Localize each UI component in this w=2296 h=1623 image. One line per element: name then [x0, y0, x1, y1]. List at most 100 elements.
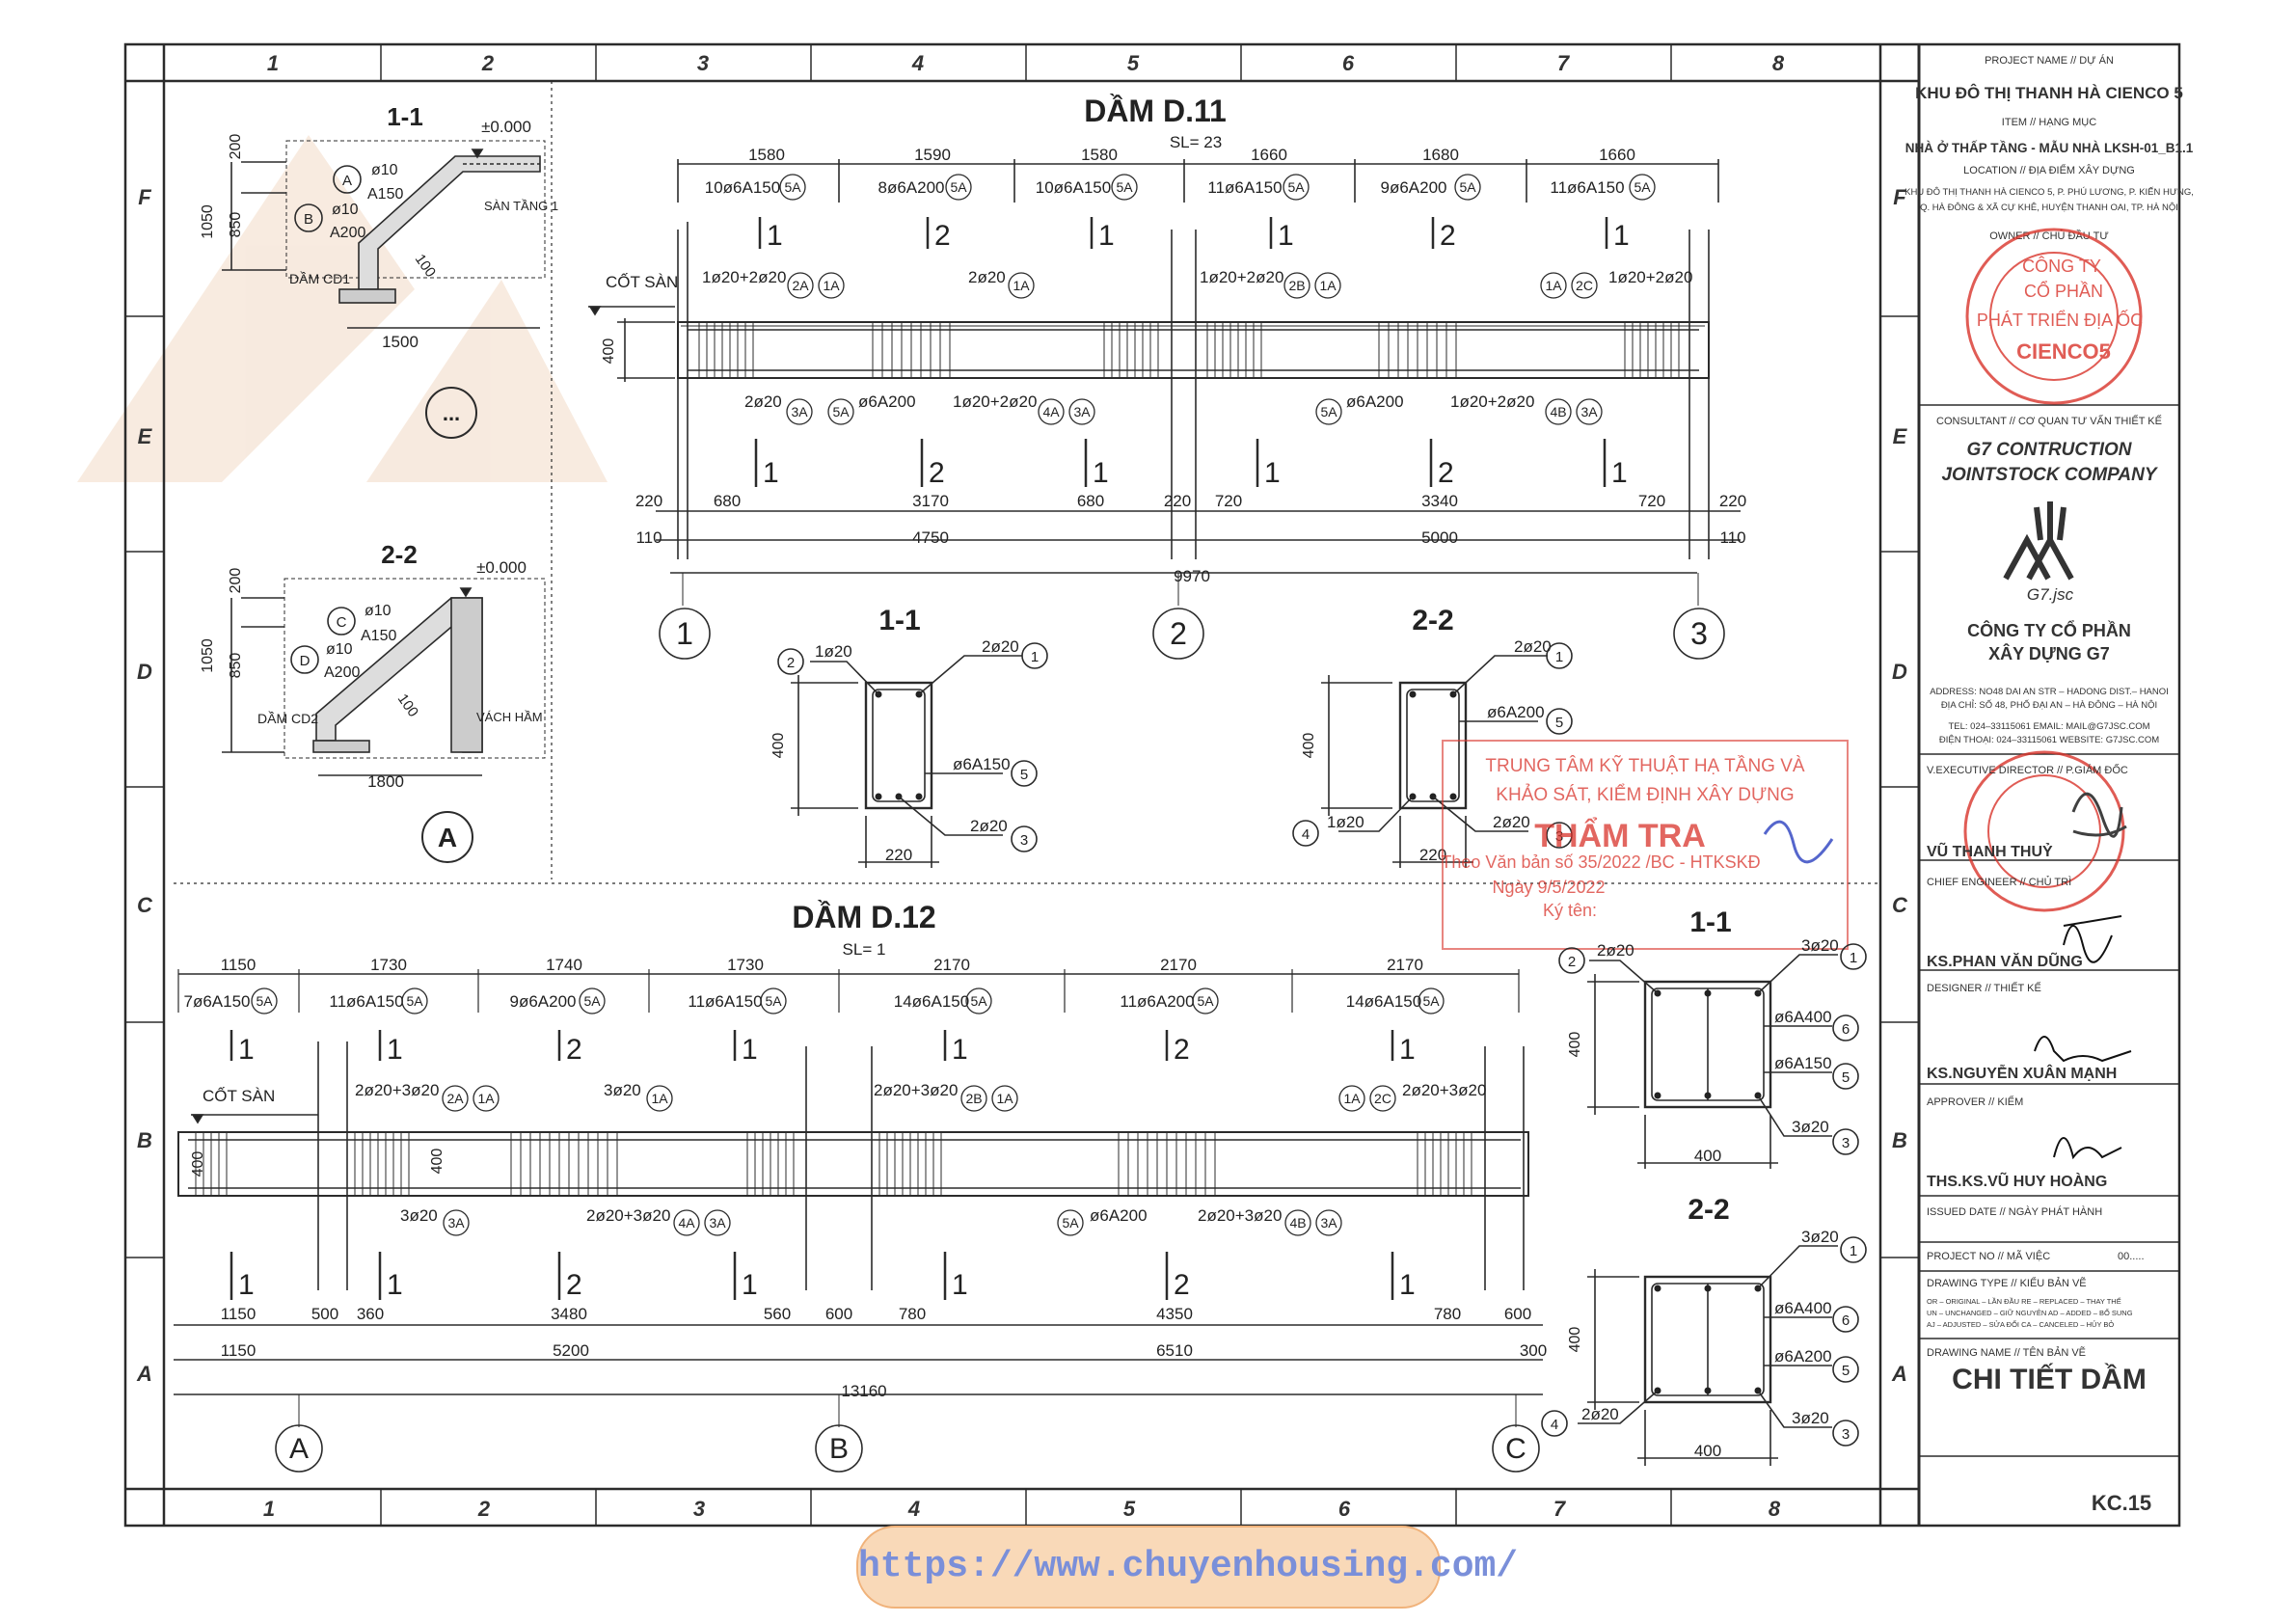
col-label: 2: [481, 51, 495, 75]
svg-text:1ø20+2ø20: 1ø20+2ø20: [702, 268, 786, 286]
svg-text:1: 1: [767, 220, 783, 252]
svg-text:2ø20+3ø20: 2ø20+3ø20: [1402, 1081, 1486, 1099]
svg-text:2ø20+3ø20: 2ø20+3ø20: [1198, 1206, 1282, 1225]
svg-text:2ø20: 2ø20: [968, 268, 1006, 286]
svg-text:LOCATION // ĐỊA ĐIỂM XÂY DỰNG: LOCATION // ĐỊA ĐIỂM XÂY DỰNG: [1963, 164, 2135, 176]
svg-text:2: 2: [1174, 1269, 1190, 1301]
svg-text:CONSULTANT // CƠ QUAN TƯ VẤN T: CONSULTANT // CƠ QUAN TƯ VẤN THIẾT KẾ: [1936, 415, 2162, 427]
svg-text:KHU ĐÔ THỊ THANH HÀ CIENCO 5: KHU ĐÔ THỊ THANH HÀ CIENCO 5: [1915, 84, 2183, 102]
svg-text:1A: 1A: [1319, 278, 1337, 293]
website-link[interactable]: https://www.chuyenhousing.com/: [856, 1526, 1518, 1609]
svg-text:SL= 1: SL= 1: [843, 940, 886, 959]
svg-text:V.EXECUTIVE DIRECTOR // P.GIÁM: V.EXECUTIVE DIRECTOR // P.GIÁM ĐỐC: [1927, 763, 2128, 776]
svg-text:1: 1: [952, 1034, 968, 1066]
svg-text:1-1: 1-1: [878, 605, 920, 636]
svg-text:11ø6A150: 11ø6A150: [329, 992, 403, 1011]
svg-text:ø6A400: ø6A400: [1774, 1008, 1832, 1026]
svg-text:2ø20: 2ø20: [1581, 1405, 1619, 1423]
d12-section-1-1: 1-1 400 400 3ø20 1 2ø20 2 ø6A400 6 ø6A15…: [1558, 906, 1867, 1169]
svg-text:11ø6A200: 11ø6A200: [1120, 992, 1194, 1011]
svg-text:220: 220: [885, 846, 912, 864]
axis-label: 1: [676, 616, 693, 651]
svg-text:5: 5: [1020, 767, 1028, 783]
d12-section-2-2: 2-2 400 400 3ø20 1 ø6A400 6 ø6A200 5 2ø2…: [1541, 1194, 1867, 1466]
svg-text:1050: 1050: [200, 638, 216, 673]
svg-text:2A: 2A: [446, 1091, 464, 1106]
col-label: 6: [1338, 1497, 1351, 1521]
svg-text:DẦM CD2: DẦM CD2: [257, 711, 318, 726]
svg-text:2A: 2A: [792, 278, 809, 293]
svg-text:A150: A150: [367, 186, 403, 203]
svg-text:Ký tên:: Ký tên:: [1543, 901, 1597, 920]
d11-section-2-2: 2-2 400 220 2ø20 1 ø6A200 5 1ø20 4 2ø20 …: [1292, 605, 1573, 868]
row-label: E: [138, 424, 153, 448]
svg-text:4750: 4750: [912, 528, 949, 547]
svg-text:1150: 1150: [221, 956, 257, 974]
svg-text:4A: 4A: [1042, 404, 1060, 419]
svg-text:5A: 5A: [832, 404, 850, 419]
svg-text:5A: 5A: [583, 993, 601, 1009]
svg-text:110: 110: [1719, 528, 1745, 547]
svg-text:680: 680: [714, 492, 741, 510]
col-label: 2: [477, 1497, 491, 1521]
svg-text:1: 1: [1399, 1034, 1416, 1066]
svg-text:KHẢO SÁT, KIỂM ĐỊNH XÂY DỰNG: KHẢO SÁT, KIỂM ĐỊNH XÂY DỰNG: [1496, 784, 1794, 805]
svg-text:11ø6A150: 11ø6A150: [1207, 178, 1282, 197]
svg-text:1: 1: [387, 1269, 403, 1301]
svg-text:1590: 1590: [914, 146, 951, 164]
svg-text:400: 400: [1694, 1147, 1721, 1165]
svg-text:5: 5: [1842, 1363, 1850, 1379]
col-label: 4: [907, 1497, 920, 1521]
col-label: 4: [911, 51, 924, 75]
svg-text:14ø6A150: 14ø6A150: [1346, 992, 1421, 1011]
bar-tag: D: [300, 653, 311, 669]
svg-text:100: 100: [394, 691, 421, 720]
svg-text:VŨ THANH THUỶ: VŨ THANH THUỶ: [1927, 841, 2053, 860]
svg-text:2C: 2C: [1576, 278, 1593, 293]
svg-text:6: 6: [1842, 1021, 1850, 1038]
inspection-stamp: TRUNG TÂM KỸ THUẬT HẠ TẦNG VÀ KHẢO SÁT, …: [1441, 740, 1849, 950]
svg-text:360: 360: [357, 1305, 384, 1323]
svg-text:850: 850: [228, 653, 244, 679]
svg-text:220: 220: [1164, 492, 1191, 510]
svg-text:NHÀ Ở THẤP TẦNG - MẪU NHÀ LKSH: NHÀ Ở THẤP TẦNG - MẪU NHÀ LKSH-01_B1.1: [1905, 141, 2194, 155]
svg-text:1: 1: [742, 1269, 758, 1301]
svg-text:3ø20: 3ø20: [1801, 936, 1839, 955]
stair-section-1-1: 1-1 ±0.000 A ø10 A150 B ø10 A200 200 850…: [200, 102, 558, 439]
svg-text:2ø20+3ø20: 2ø20+3ø20: [355, 1081, 439, 1099]
col-label: 8: [1769, 1497, 1781, 1521]
svg-text:5A: 5A: [1116, 179, 1133, 195]
svg-text:2ø20+3ø20: 2ø20+3ø20: [874, 1081, 958, 1099]
svg-text:100: 100: [412, 252, 439, 281]
svg-text:1A: 1A: [996, 1091, 1013, 1106]
svg-text:4: 4: [1302, 826, 1310, 843]
elev-label: ±0.000: [481, 118, 531, 136]
svg-text:6510: 6510: [1156, 1341, 1193, 1360]
svg-text:1A: 1A: [1545, 278, 1562, 293]
svg-text:5A: 5A: [1320, 404, 1337, 419]
svg-text:3170: 3170: [912, 492, 949, 510]
row-label: C: [1892, 893, 1908, 917]
svg-text:2ø20: 2ø20: [1493, 813, 1530, 831]
col-label: 3: [697, 51, 709, 75]
col-label: 7: [1557, 51, 1571, 75]
svg-text:2ø20: 2ø20: [1597, 941, 1634, 960]
svg-text:Q. HÀ ĐÔNG & XÃ CỰ KHÊ, HUYỆN: Q. HÀ ĐÔNG & XÃ CỰ KHÊ, HUYỆN THANH OAI,…: [1920, 203, 2178, 213]
svg-text:5000: 5000: [1421, 528, 1458, 547]
grid-ticks: [125, 44, 1919, 1526]
svg-text:850: 850: [228, 212, 244, 238]
svg-text:1: 1: [1611, 457, 1628, 489]
svg-text:13160: 13160: [841, 1382, 886, 1400]
svg-text:CÔNG TY: CÔNG TY: [2022, 256, 2101, 276]
svg-text:110: 110: [635, 528, 662, 547]
detail-callout: A: [438, 823, 457, 852]
svg-text:2ø20+3ø20: 2ø20+3ø20: [586, 1206, 670, 1225]
director-stamp: [1963, 750, 2127, 912]
section-title: 2-2: [381, 540, 418, 569]
axis-label: 2: [1170, 616, 1187, 651]
svg-text:1ø20+2ø20: 1ø20+2ø20: [953, 392, 1037, 411]
svg-text:KC.15: KC.15: [2092, 1491, 2151, 1515]
svg-text:±0.000: ±0.000: [476, 558, 527, 577]
svg-text:ø6A200: ø6A200: [1090, 1206, 1148, 1225]
svg-text:ø6A200: ø6A200: [1487, 703, 1545, 721]
